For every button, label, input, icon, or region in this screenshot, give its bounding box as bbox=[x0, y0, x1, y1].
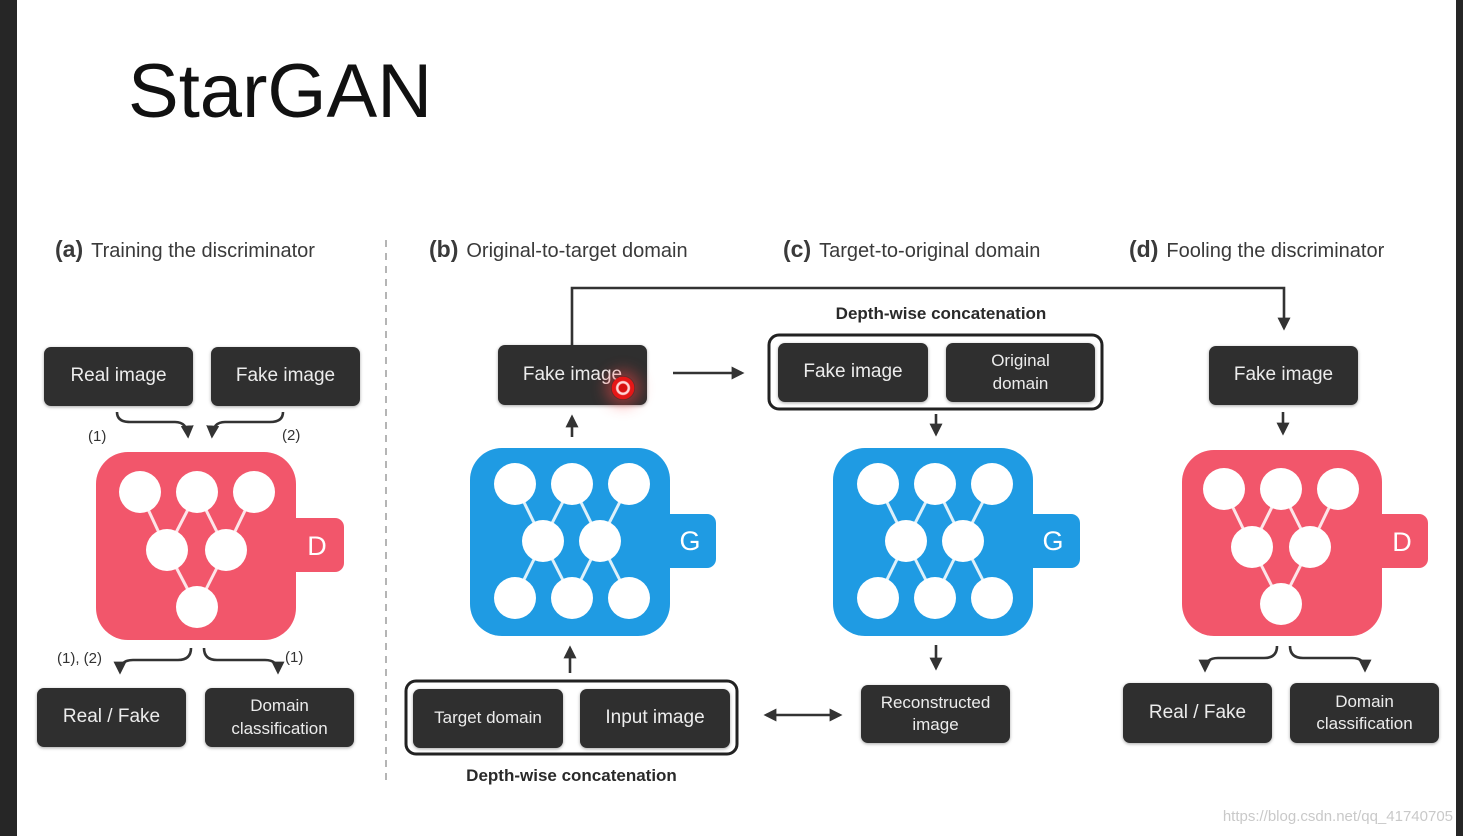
panel-b-tag: (b) bbox=[429, 236, 459, 262]
panel-b-caption-text: Original-to-target domain bbox=[466, 240, 688, 262]
network-node bbox=[608, 577, 650, 619]
discriminator-network: D bbox=[1182, 450, 1428, 636]
generator-network: G bbox=[833, 448, 1080, 636]
network-letter: G bbox=[679, 526, 700, 556]
network-letter: D bbox=[1392, 527, 1412, 557]
depth-wise-concatenation-label: Depth-wise concatenation bbox=[835, 304, 1047, 323]
box-label: Fake image bbox=[522, 363, 623, 385]
domain-step-label: (1) bbox=[285, 649, 304, 666]
network-node bbox=[551, 577, 593, 619]
network-node bbox=[205, 529, 247, 571]
network-node bbox=[608, 463, 650, 505]
network-node bbox=[119, 471, 161, 513]
network-node bbox=[522, 520, 564, 562]
network-node bbox=[233, 471, 275, 513]
fake-image-box: Fake image bbox=[778, 343, 928, 402]
box-label: Target domain bbox=[434, 708, 542, 728]
network-node bbox=[971, 463, 1013, 505]
fake-image-step-label: (2) bbox=[282, 427, 301, 444]
box-label: Domain classification bbox=[1316, 691, 1413, 733]
network-node bbox=[494, 463, 536, 505]
panel-c-caption-text: Target-to-original domain bbox=[819, 240, 1041, 262]
reconstructed-image-box: Reconstructed image bbox=[861, 685, 1010, 743]
network-node bbox=[176, 586, 218, 628]
network-node bbox=[885, 520, 927, 562]
box-label: Fake image bbox=[1233, 364, 1334, 386]
slide-title: StarGAN bbox=[128, 49, 433, 134]
network-node bbox=[914, 463, 956, 505]
network-node bbox=[1289, 526, 1331, 568]
laser-pointer-dot bbox=[611, 376, 635, 400]
panel-a-caption-text: Training the discriminator bbox=[91, 240, 315, 262]
fake-image-box: Fake image bbox=[1209, 346, 1358, 405]
d-to-real-fake-arrow bbox=[1198, 645, 1279, 673]
box-label: Real image bbox=[70, 365, 167, 387]
network-node bbox=[857, 463, 899, 505]
generator-network: G bbox=[470, 448, 716, 636]
network-node bbox=[914, 577, 956, 619]
panel-d-tag: (d) bbox=[1129, 236, 1159, 262]
real-image-to-d-arrow bbox=[115, 411, 194, 439]
network-node bbox=[146, 529, 188, 571]
network-node bbox=[1260, 583, 1302, 625]
input-image-box: Input image bbox=[580, 689, 730, 748]
network-letter: D bbox=[307, 531, 327, 561]
box-label: Input image bbox=[605, 707, 705, 729]
d-to-real-fake-arrow bbox=[113, 647, 193, 675]
original-domain-box: Original domain bbox=[946, 343, 1095, 402]
fake-image-to-d-arrow bbox=[206, 411, 285, 439]
panel-c-tag: (c) bbox=[783, 236, 812, 262]
d-to-domain-arrow bbox=[1288, 645, 1372, 673]
network-node bbox=[1203, 468, 1245, 510]
box-label: Fake image bbox=[803, 361, 903, 383]
real-fake-output-box: Real / Fake bbox=[37, 688, 186, 747]
depth-wise-concatenation-label: Depth-wise concatenation bbox=[466, 766, 677, 785]
real-image-box: Real image bbox=[44, 347, 193, 406]
network-node bbox=[1317, 468, 1359, 510]
watermark: https://blog.csdn.net/qq_41740705 bbox=[1222, 808, 1453, 825]
discriminator-network: D bbox=[96, 452, 344, 640]
box-label: Domain classification bbox=[231, 696, 328, 738]
d-to-domain-arrow bbox=[202, 647, 285, 675]
fake-image-connector-arrow bbox=[570, 286, 1291, 345]
box-label: Fake image bbox=[235, 365, 336, 387]
network-node bbox=[579, 520, 621, 562]
panel-a-caption: (a) Training the discriminator bbox=[55, 236, 315, 263]
depth-wise-concatenation-group bbox=[404, 679, 739, 756]
real-fake-step-label: (1), (2) bbox=[57, 650, 102, 667]
depth-wise-concatenation-group bbox=[767, 333, 1104, 411]
network-node bbox=[942, 520, 984, 562]
left-frame-border bbox=[0, 0, 17, 836]
box-label: Real / Fake bbox=[62, 706, 161, 728]
network-node bbox=[1260, 468, 1302, 510]
network-node bbox=[857, 577, 899, 619]
real-fake-output-box: Real / Fake bbox=[1123, 683, 1272, 743]
panel-d-caption: (d) Fooling the discriminator bbox=[1129, 236, 1384, 263]
domain-classification-output-box: Domain classification bbox=[205, 688, 354, 747]
network-node bbox=[551, 463, 593, 505]
target-domain-box: Target domain bbox=[413, 689, 563, 748]
network-letter: G bbox=[1042, 526, 1063, 556]
panel-c-caption: (c) Target-to-original domain bbox=[783, 236, 1040, 263]
right-frame-border bbox=[1456, 0, 1463, 836]
box-label: Reconstructed image bbox=[880, 692, 991, 734]
network-node bbox=[1231, 526, 1273, 568]
network-node bbox=[176, 471, 218, 513]
domain-classification-output-box: Domain classification bbox=[1290, 683, 1439, 743]
panel-b-caption: (b) Original-to-target domain bbox=[429, 236, 688, 263]
real-image-step-label: (1) bbox=[88, 428, 107, 445]
network-node bbox=[494, 577, 536, 619]
network-node bbox=[971, 577, 1013, 619]
box-label: Original domain bbox=[991, 351, 1050, 393]
panel-a-tag: (a) bbox=[55, 236, 84, 262]
box-label: Real / Fake bbox=[1148, 701, 1247, 723]
fake-image-box: Fake image bbox=[211, 347, 360, 406]
panel-d-caption-text: Fooling the discriminator bbox=[1166, 240, 1385, 262]
